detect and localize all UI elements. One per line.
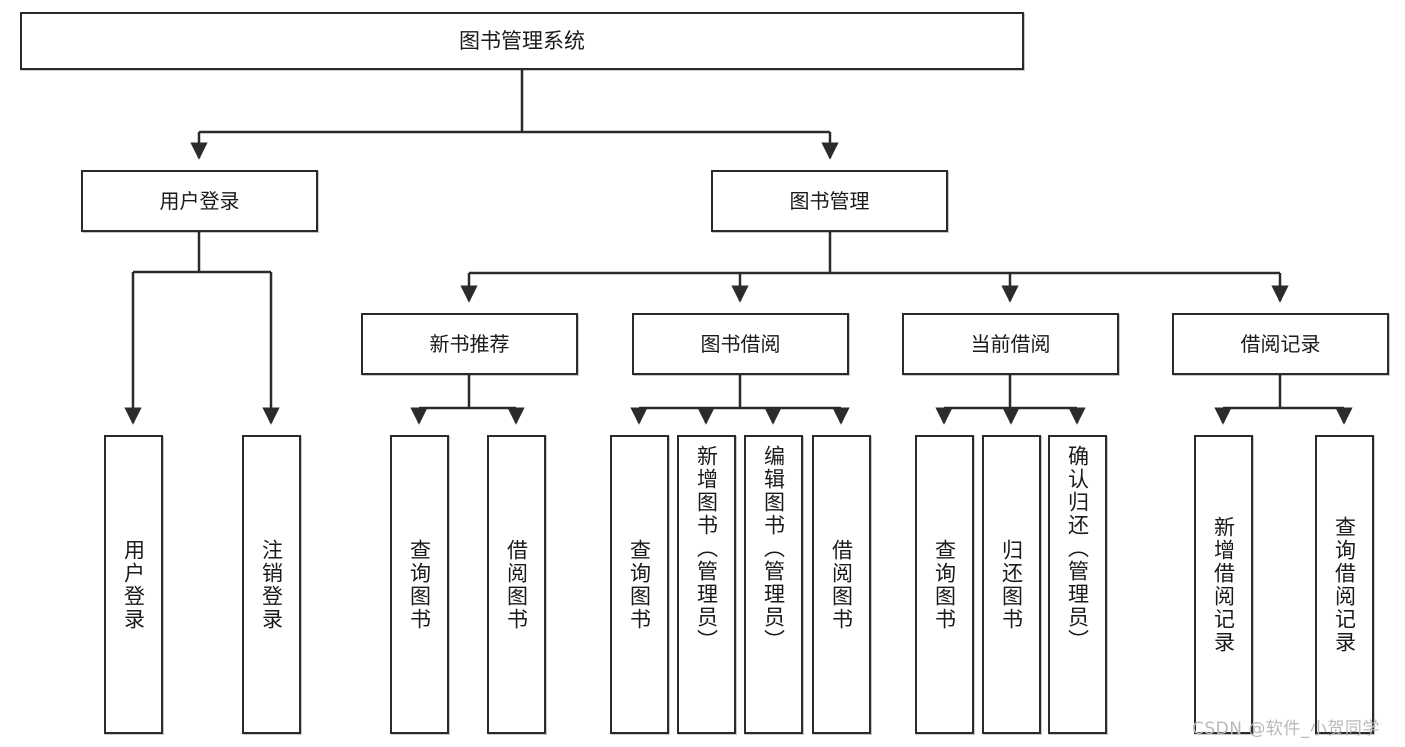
node-leaf-logout-login[interactable]: 注销登录	[242, 435, 301, 734]
node-leaf-edit-book-admin-label: 编辑图书（管理员）	[761, 445, 786, 652]
node-leaf-return-book[interactable]: 归还图书	[982, 435, 1041, 734]
node-borrow-record[interactable]: 借阅记录	[1172, 313, 1389, 375]
node-current-borrow-label: 当前借阅	[970, 331, 1051, 356]
node-leaf-query-book-current[interactable]: 查询图书	[915, 435, 974, 734]
node-leaf-add-borrow-record-label: 新增借阅记录	[1211, 515, 1236, 654]
node-leaf-query-book-borrow-label: 查询图书	[627, 538, 652, 631]
node-book-manage-label: 图书管理	[789, 188, 870, 213]
node-leaf-logout-login-label: 注销登录	[259, 538, 284, 631]
node-book-borrow-label: 图书借阅	[700, 331, 781, 356]
node-leaf-borrow-book-rec[interactable]: 借阅图书	[487, 435, 546, 734]
node-leaf-user-login[interactable]: 用户登录	[104, 435, 163, 734]
node-leaf-return-book-label: 归还图书	[999, 538, 1024, 631]
node-leaf-add-book-admin[interactable]: 新增图书（管理员）	[677, 435, 736, 734]
node-leaf-query-book-rec[interactable]: 查询图书	[390, 435, 449, 734]
node-leaf-add-borrow-record[interactable]: 新增借阅记录	[1194, 435, 1253, 734]
node-user-login[interactable]: 用户登录	[81, 170, 318, 232]
node-new-book-recommend-label: 新书推荐	[429, 331, 510, 356]
node-leaf-query-borrow-record[interactable]: 查询借阅记录	[1315, 435, 1374, 734]
node-book-manage[interactable]: 图书管理	[711, 170, 948, 232]
node-root[interactable]: 图书管理系统	[20, 12, 1024, 70]
node-user-login-label: 用户登录	[159, 188, 240, 213]
node-leaf-query-book-current-label: 查询图书	[932, 538, 957, 631]
node-leaf-confirm-return-admin-label: 确认归还（管理员）	[1065, 445, 1090, 652]
node-leaf-query-book-rec-label: 查询图书	[407, 538, 432, 631]
csdn-watermark: CSDN @软件_小贺同学	[1192, 719, 1380, 739]
node-leaf-add-book-admin-label: 新增图书（管理员）	[694, 445, 719, 652]
node-current-borrow[interactable]: 当前借阅	[902, 313, 1119, 375]
node-leaf-borrow-book[interactable]: 借阅图书	[812, 435, 871, 734]
node-leaf-confirm-return-admin[interactable]: 确认归还（管理员）	[1048, 435, 1107, 734]
node-new-book-recommend[interactable]: 新书推荐	[361, 313, 578, 375]
node-leaf-edit-book-admin[interactable]: 编辑图书（管理员）	[744, 435, 803, 734]
node-leaf-query-borrow-record-label: 查询借阅记录	[1332, 515, 1357, 654]
node-root-label: 图书管理系统	[459, 28, 585, 53]
node-leaf-user-login-label: 用户登录	[121, 538, 146, 631]
node-leaf-query-book-borrow[interactable]: 查询图书	[610, 435, 669, 734]
node-book-borrow[interactable]: 图书借阅	[632, 313, 849, 375]
node-leaf-borrow-book-rec-label: 借阅图书	[504, 538, 529, 631]
node-borrow-record-label: 借阅记录	[1240, 331, 1321, 356]
node-leaf-borrow-book-label: 借阅图书	[829, 538, 854, 631]
